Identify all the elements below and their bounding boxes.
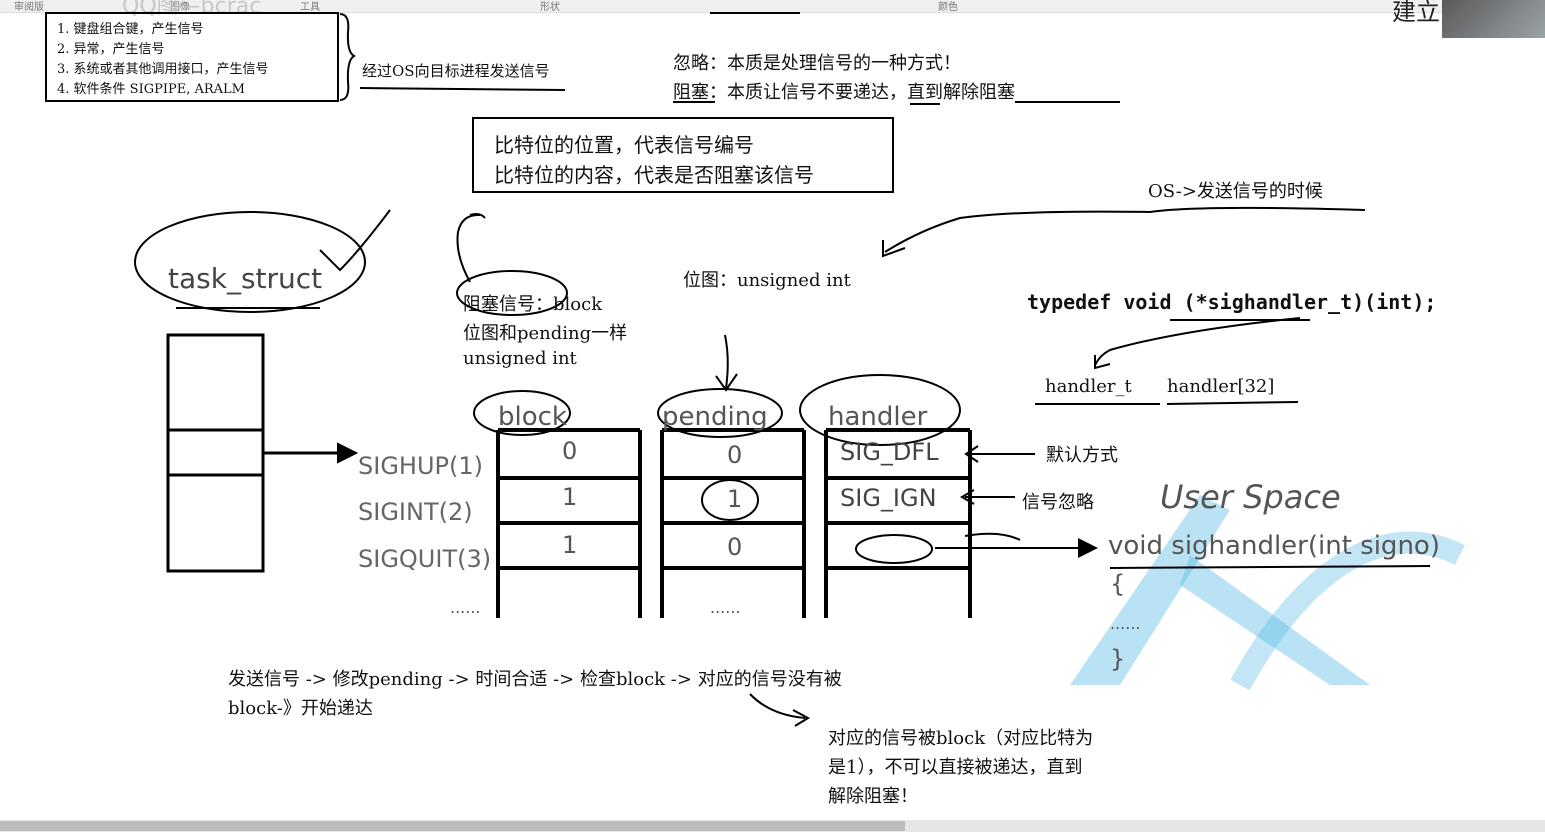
- column-header-handler: handler: [828, 402, 928, 432]
- handler-cell: SIG_DFL: [840, 438, 939, 466]
- flow-line: block-》开始递达: [228, 698, 373, 719]
- ignore-line: 忽略：本质是处理信号的一种方式！: [673, 53, 961, 74]
- brace: [339, 13, 357, 101]
- signal-sources-box: 1. 键盘组合键，产生信号 2. 异常，产生信号 3. 系统或者其他调用接口，产…: [45, 12, 339, 102]
- blocked-note-line: 对应的信号被block（对应比特为: [828, 728, 1094, 749]
- block-note-line: 阻塞信号：block: [463, 294, 603, 315]
- bitmap-text: 位图：unsigned int: [683, 270, 851, 291]
- list-item: 4. 软件条件 SIGPIPE, ARALM: [57, 82, 245, 97]
- pending-cell: 1: [727, 485, 743, 513]
- signal-label: SIGQUIT(3): [358, 545, 492, 573]
- code-dots: ......: [1110, 614, 1141, 633]
- default-label: 默认方式: [1046, 445, 1118, 466]
- block-cell: 1: [562, 531, 578, 559]
- blocked-note-line: 是1），不可以直接被递达，直到: [828, 757, 1083, 778]
- handler-signature: void sighandler(int signo): [1108, 531, 1440, 561]
- sources-note: 经过OS向目标进程发送信号: [362, 62, 550, 80]
- ignore-label: 信号忽略: [1022, 492, 1094, 513]
- toolbar-item[interactable]: 颜色: [938, 2, 958, 13]
- task-struct-label: task_struct: [168, 262, 323, 295]
- handler-type: handler_t: [1045, 376, 1132, 397]
- column-header-pending: pending: [662, 402, 768, 432]
- toolbar-item[interactable]: 工具: [300, 2, 320, 13]
- handler-array: handler[32]: [1167, 376, 1275, 397]
- list-item: 1. 键盘组合键，产生信号: [57, 22, 204, 37]
- block-line: 阻塞：本质让信号不要递达，直到解除阻塞: [673, 82, 1015, 103]
- bit-meaning-box: 比特位的位置，代表信号编号 比特位的内容，代表是否阻塞该信号: [472, 117, 894, 193]
- os-send-text: OS->发送信号的时候: [1148, 181, 1323, 202]
- handler-cell: SIG_IGN: [840, 484, 937, 512]
- pending-cell: 0: [727, 533, 743, 561]
- block-cell: 0: [562, 437, 578, 465]
- typedef-line: typedef void (*sighandler_t)(int);: [1027, 290, 1437, 314]
- dots-text: ......: [450, 598, 481, 617]
- code-open-brace: {: [1110, 570, 1126, 598]
- watermark-logo: [1070, 495, 1465, 691]
- pending-cell: 0: [727, 441, 743, 469]
- toolbar-item[interactable]: 形状: [540, 2, 560, 13]
- bit-position-text: 比特位的位置，代表信号编号: [494, 133, 754, 157]
- signal-label: SIGHUP(1): [358, 452, 483, 480]
- dots-text: ......: [710, 598, 741, 617]
- block-cell: 1: [562, 483, 578, 511]
- list-item: 3. 系统或者其他调用接口，产生信号: [57, 62, 269, 77]
- signal-label: SIGINT(2): [358, 498, 473, 526]
- list-item: 2. 异常，产生信号: [57, 42, 165, 57]
- blocked-note-line: 解除阻塞！: [828, 786, 918, 807]
- toolbar-item[interactable]: 图像: [170, 2, 190, 13]
- column-header-block: block: [498, 402, 567, 432]
- bit-content-text: 比特位的内容，代表是否阻塞该信号: [494, 163, 814, 187]
- scrollbar-thumb[interactable]: [0, 821, 905, 831]
- block-note-line: unsigned int: [463, 348, 577, 369]
- block-note-line: 位图和pending一样: [463, 323, 628, 344]
- window-title: QQ图—bcrac: [122, 0, 262, 19]
- corner-text: 建立: [1392, 0, 1440, 26]
- webcam-overlay: [1442, 0, 1545, 38]
- user-space-label: User Space: [1160, 478, 1341, 516]
- flow-line: 发送信号 -> 修改pending -> 时间合适 -> 检查block -> …: [228, 669, 842, 690]
- toolbar-item[interactable]: 审阅版: [14, 2, 44, 13]
- code-close-brace: }: [1110, 645, 1126, 673]
